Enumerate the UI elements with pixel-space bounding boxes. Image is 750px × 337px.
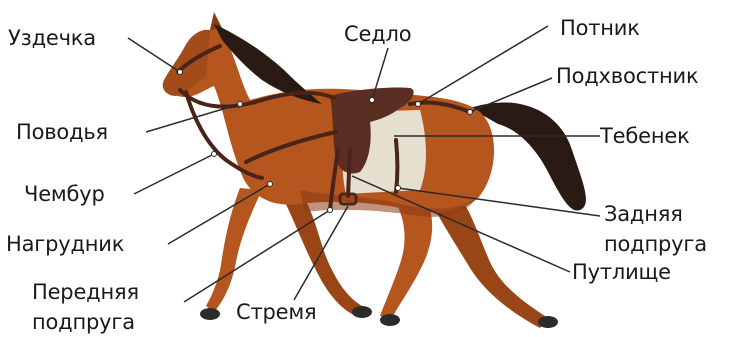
pin-nagrudnik xyxy=(268,182,273,187)
hoof-hind-near xyxy=(380,314,400,326)
label-uzdechka: Уздечка xyxy=(8,26,96,50)
label-povodya: Поводья xyxy=(16,120,108,144)
label-podkhvostnik: Подхвостник xyxy=(556,64,698,88)
hoof-fore-near xyxy=(200,308,220,320)
label-potnik: Потник xyxy=(560,16,640,40)
leader-chembur xyxy=(134,154,214,194)
stirrup-leather xyxy=(348,150,350,196)
pin-zadnyaya xyxy=(396,186,401,191)
label-zadnyaya-2: подпруга xyxy=(604,232,707,256)
label-stremya: Стремя xyxy=(236,300,316,324)
pin-sedlo xyxy=(370,98,375,103)
hoof-hind-far xyxy=(538,316,558,328)
leader-perednyaya xyxy=(184,210,330,302)
pin-povodya xyxy=(238,102,243,107)
pin-potnik xyxy=(416,102,421,107)
rear-girth-strap xyxy=(396,140,398,192)
label-putlishche: Путлище xyxy=(572,260,671,284)
label-perednyaya-1: Передняя xyxy=(32,280,139,304)
label-perednyaya-2: подпруга xyxy=(32,310,135,334)
leader-uzdechka xyxy=(128,38,180,72)
pin-uzdechka xyxy=(178,70,183,75)
label-nagrudnik: Нагрудник xyxy=(6,232,124,256)
pin-chembur xyxy=(212,152,217,157)
leader-nagrudnik xyxy=(168,184,270,244)
fore-leg-near xyxy=(206,188,262,312)
pin-perednyaya xyxy=(328,208,333,213)
label-chembur: Чембур xyxy=(24,182,105,206)
hoof-fore-far xyxy=(352,306,372,318)
label-zadnyaya-1: Задняя xyxy=(604,202,683,226)
pin-podkhvostnik xyxy=(468,110,473,115)
label-sedlo: Седло xyxy=(344,22,411,46)
label-tebenek: Тебенек xyxy=(600,124,690,148)
leader-potnik xyxy=(418,26,548,104)
